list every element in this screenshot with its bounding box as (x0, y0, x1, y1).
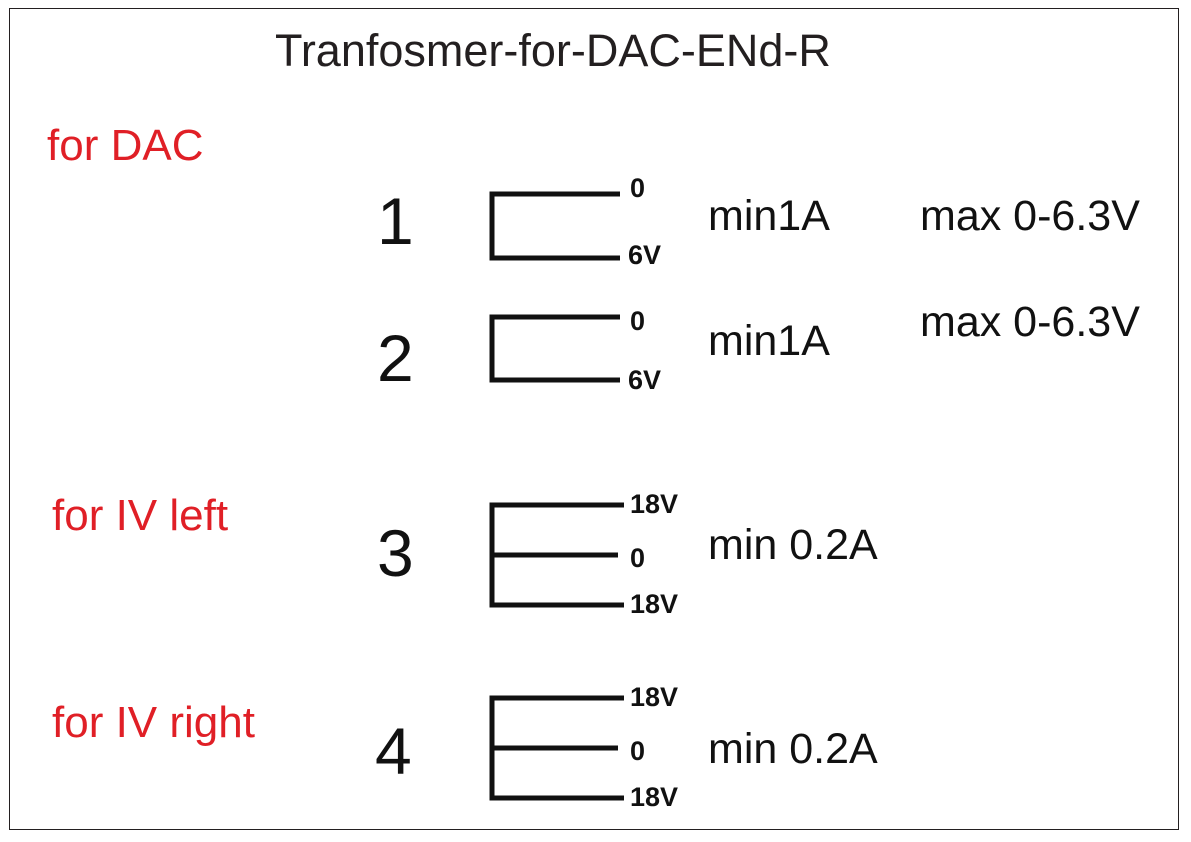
winding-2-bracket (489, 314, 620, 383)
winding-2-terminal-bottom: 6V (628, 365, 662, 395)
winding-3-number: 3 (377, 516, 414, 590)
winding-1-number: 1 (377, 184, 414, 258)
winding-3-bracket (489, 502, 624, 608)
winding-2-number: 2 (377, 321, 414, 395)
winding-3-terminal-bottom: 18V (630, 589, 679, 619)
winding-1-current: min1A (708, 192, 830, 240)
section-label-dac: for DAC (47, 121, 204, 170)
winding-3-terminal-top: 18V (630, 489, 679, 519)
winding-3-terminal-center: 0 (630, 543, 646, 573)
winding-3-current: min 0.2A (708, 521, 878, 569)
diagram-frame (9, 8, 1179, 830)
diagram-title: Tranfosmer-for-DAC-ENd-R (275, 25, 831, 76)
winding-1-terminal-top: 0 (630, 173, 646, 203)
winding-4-terminal-center: 0 (630, 736, 646, 766)
winding-4-number: 4 (375, 714, 412, 788)
winding-2-voltage: max 0-6.3V (920, 298, 1140, 346)
winding-4-current: min 0.2A (708, 725, 878, 773)
winding-1-bracket (489, 191, 620, 261)
winding-1-voltage: max 0-6.3V (920, 192, 1140, 240)
section-label-iv-right: for IV right (52, 698, 255, 747)
winding-1-terminal-bottom: 6V (628, 240, 662, 270)
section-label-iv-left: for IV left (52, 491, 229, 540)
winding-4-bracket (489, 695, 624, 801)
winding-4-terminal-bottom: 18V (630, 782, 679, 812)
winding-4-terminal-top: 18V (630, 682, 679, 712)
winding-2-current: min1A (708, 317, 830, 365)
winding-2-terminal-top: 0 (630, 306, 646, 336)
